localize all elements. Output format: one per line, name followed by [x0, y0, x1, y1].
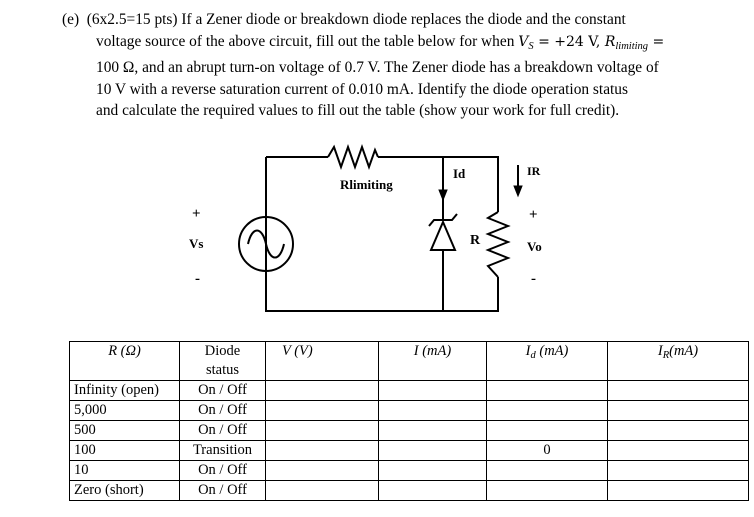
cell-ir[interactable]	[607, 400, 749, 421]
table-row: 5,000 On / Off	[69, 400, 749, 421]
cell-ir[interactable]	[607, 460, 749, 481]
vs-plus-sign: +	[192, 206, 201, 222]
vo-plus-sign: +	[529, 207, 538, 223]
header-diode-line2: status	[205, 362, 240, 378]
rlim-symbol: R	[604, 33, 616, 50]
zener-diode-triangle	[429, 219, 457, 251]
cell-status: On / Off	[179, 480, 266, 501]
vo-label: Vo	[527, 239, 542, 254]
cell-i[interactable]	[378, 400, 487, 421]
cell-status: On / Off	[179, 400, 266, 421]
table-row: Zero (short) On / Off	[69, 480, 749, 501]
cell-v[interactable]	[265, 420, 379, 441]
id-label: Id	[453, 166, 466, 181]
circuit-diagram: Rlimiting Vs + - Id IR R Vo + -	[189, 143, 542, 312]
vo-minus-sign: -	[531, 271, 536, 287]
header-diode-line1: Diode	[204, 343, 241, 359]
cell-i[interactable]	[378, 380, 487, 401]
vs-subscript: S	[528, 40, 534, 52]
header-diode-status: Diode status	[179, 341, 266, 381]
vs-label: Vs	[189, 236, 203, 251]
problem-line-4: 10 V with a reverse saturation current o…	[96, 80, 628, 98]
ac-source-symbol	[238, 216, 294, 272]
problem-line-1: (e) (6x2.5=15 pts) If a Zener diode or b…	[62, 11, 626, 28]
cell-id[interactable]	[486, 480, 608, 501]
cell-ir[interactable]	[607, 380, 749, 401]
cell-id[interactable]	[486, 420, 608, 441]
header-i: I (mA)	[378, 341, 487, 381]
cell-status: On / Off	[179, 460, 266, 481]
vs-minus-sign: -	[195, 271, 200, 287]
header-ir: IR(mA)	[607, 341, 749, 381]
zener-diode-bar	[428, 213, 458, 227]
table-header-row: R (Ω) Diode status V (V) I (mA) Id (mA) …	[69, 341, 749, 381]
header-id: Id (mA)	[486, 341, 608, 381]
circuit-wire	[265, 156, 499, 312]
rlimiting-label: Rlimiting	[340, 177, 393, 192]
cell-v[interactable]	[265, 440, 379, 461]
vs-value: = +24 V,	[533, 33, 605, 50]
header-v: V (V)	[265, 341, 379, 381]
table-row: Infinity (open) On / Off	[69, 380, 749, 401]
id-arrow-head	[438, 189, 448, 202]
cell-id[interactable]: 0	[486, 440, 608, 461]
cell-v[interactable]	[265, 460, 379, 481]
results-table: R (Ω) Diode status V (V) I (mA) Id (mA) …	[69, 341, 749, 501]
cell-id[interactable]	[486, 380, 608, 401]
header-r: R (Ω)	[69, 341, 180, 381]
cell-i[interactable]	[378, 480, 487, 501]
rlimiting-resistor-symbol	[327, 143, 379, 171]
problem-statement: (e) (6x2.5=15 pts) If a Zener diode or b…	[62, 9, 748, 122]
table-row: 100 Transition 0	[69, 440, 749, 461]
cell-i[interactable]	[378, 460, 487, 481]
cell-ir[interactable]	[607, 440, 749, 461]
r-label: R	[470, 233, 481, 248]
cell-r: 5,000	[69, 400, 180, 421]
cell-r: 500	[69, 420, 180, 441]
ir-label: IR	[527, 164, 541, 178]
vs-symbol: V	[518, 33, 529, 50]
ir-arrow-head	[513, 185, 523, 198]
cell-status: On / Off	[179, 420, 266, 441]
cell-r: 100	[69, 440, 180, 461]
cell-ir[interactable]	[607, 480, 749, 501]
cell-r: Infinity (open)	[69, 380, 180, 401]
table-row: 500 On / Off	[69, 420, 749, 441]
cell-v[interactable]	[265, 480, 379, 501]
cell-status: On / Off	[179, 380, 266, 401]
cell-i[interactable]	[378, 440, 487, 461]
rlim-equals: =	[648, 33, 665, 50]
cell-r: 10	[69, 460, 180, 481]
table-row: 10 On / Off	[69, 460, 749, 481]
cell-v[interactable]	[265, 380, 379, 401]
load-resistor-symbol	[485, 211, 511, 278]
problem-line-5: and calculate the required values to fil…	[96, 102, 620, 119]
cell-id[interactable]	[486, 460, 608, 481]
problem-line-2: voltage source of the above circuit, fil…	[62, 31, 748, 58]
problem-line-3: 100 Ω, and an abrupt turn-on voltage of …	[96, 59, 659, 76]
cell-v[interactable]	[265, 400, 379, 421]
problem-line-2-text: voltage source of the above circuit, fil…	[96, 32, 519, 50]
cell-r: Zero (short)	[69, 480, 180, 501]
cell-id[interactable]	[486, 400, 608, 421]
sine-wave-icon	[247, 229, 285, 259]
rlim-subscript: limiting	[615, 40, 649, 52]
cell-status: Transition	[179, 440, 266, 461]
cell-ir[interactable]	[607, 420, 749, 441]
cell-i[interactable]	[378, 420, 487, 441]
